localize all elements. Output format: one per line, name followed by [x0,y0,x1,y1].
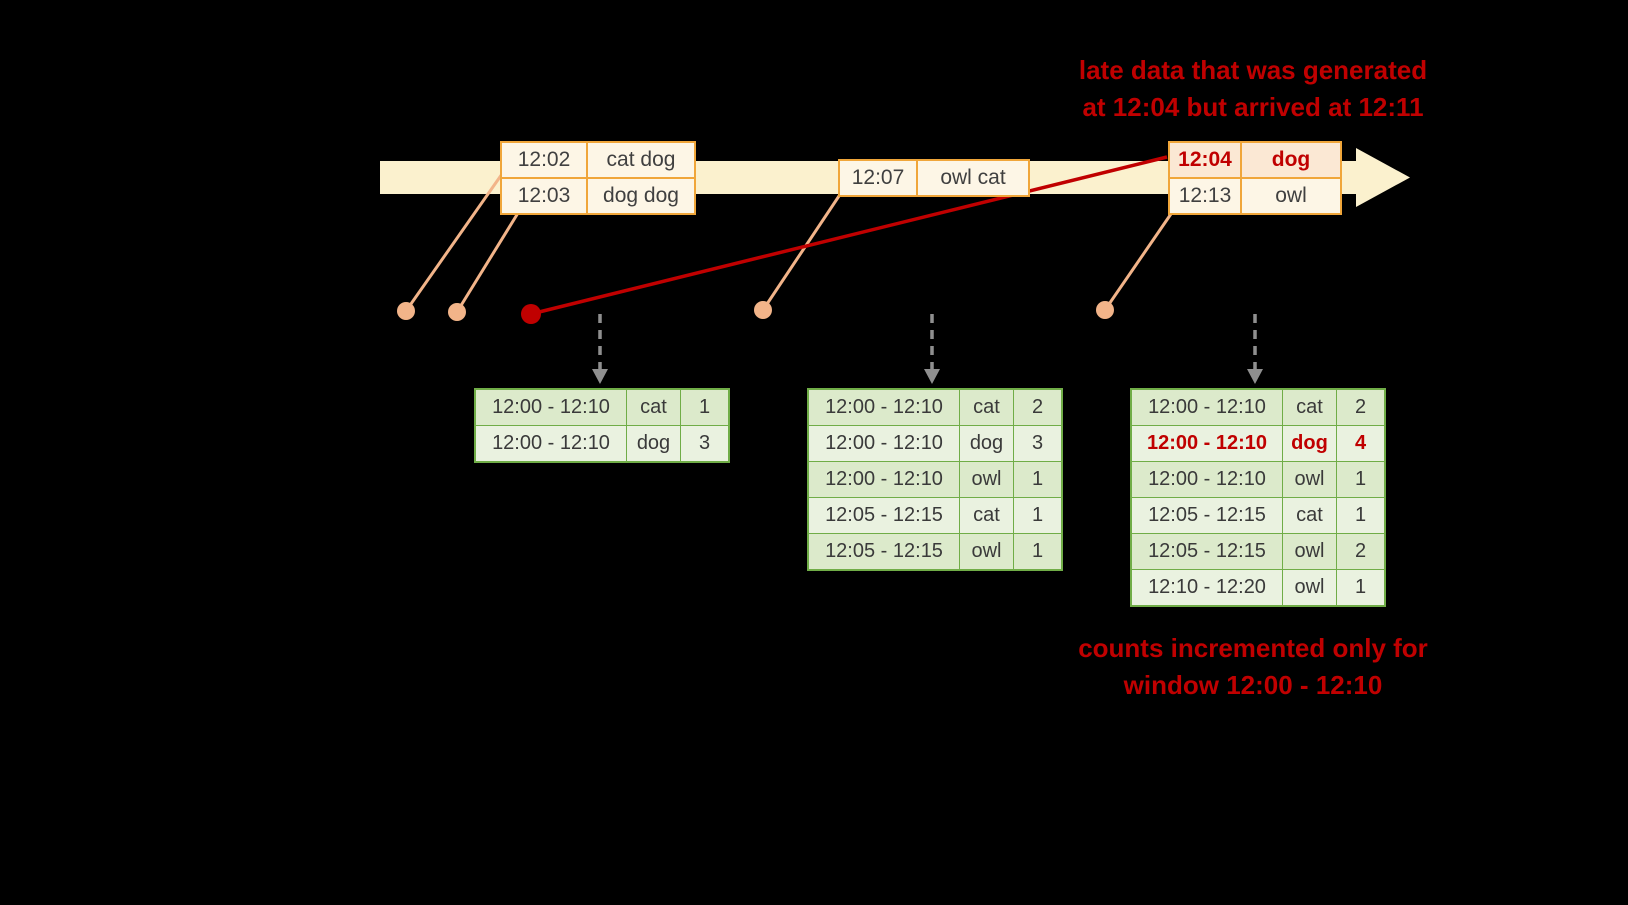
event-words-cell: dog dog [588,179,694,213]
count-cell: 2 [1013,390,1061,425]
late-updated-table-row: 12:00 - 12:10 dog 4 [1132,425,1384,461]
result-table-3: 12:00 - 12:10 cat 2 12:00 - 12:10 dog 4 … [1130,388,1386,607]
counts-annotation-line1: counts incremented only for [1078,633,1428,663]
count-cell: 1 [680,390,728,425]
event-dot [1096,301,1114,319]
window-cell: 12:05 - 12:15 [809,498,959,533]
event-dot [754,301,772,319]
table-row: 12:00 - 12:10 cat 2 [1132,390,1384,425]
word-cell: cat [959,498,1013,533]
count-cell: 1 [1013,498,1061,533]
word-cell: cat [626,390,680,425]
table-row: 12:05 - 12:15 cat 1 [1132,497,1384,533]
count-cell: 1 [1013,534,1061,569]
count-cell: 1 [1336,462,1384,497]
event-row: 12:03 dog dog [502,177,694,213]
event-words-cell: dog [1242,143,1340,177]
count-cell: 3 [680,426,728,461]
word-cell: owl [1282,462,1336,497]
count-cell: 1 [1336,498,1384,533]
event-connector-line [761,192,843,311]
event-row: 12:02 cat dog [502,143,694,177]
late-data-annotation-line2: at 12:04 but arrived at 12:11 [1082,92,1424,122]
table-row: 12:00 - 12:10 cat 1 [476,390,728,425]
count-cell: 1 [1013,462,1061,497]
table-row: 12:05 - 12:15 owl 2 [1132,533,1384,569]
late-data-annotation: late data that was generated at 12:04 bu… [1043,52,1463,126]
window-cell: 12:00 - 12:10 [809,462,959,497]
word-cell: owl [1282,534,1336,569]
count-cell: 3 [1013,426,1061,461]
table-row: 12:10 - 12:20 owl 1 [1132,569,1384,605]
window-cell: 12:05 - 12:15 [1132,498,1282,533]
word-cell: cat [959,390,1013,425]
window-cell: 12:05 - 12:15 [1132,534,1282,569]
timeline-arrowhead-icon [1356,148,1410,207]
word-cell: dog [626,426,680,461]
event-connector-line [404,173,504,312]
event-row: 12:07 owl cat [840,161,1028,195]
event-row: 12:13 owl [1170,177,1340,213]
window-cell: 12:00 - 12:10 [476,390,626,425]
window-cell: 12:10 - 12:20 [1132,570,1282,605]
trigger-arrowhead-icon [1247,369,1263,384]
trigger-arrowhead-icon [924,369,940,384]
window-cell: 12:00 - 12:10 [1132,462,1282,497]
word-cell: owl [959,462,1013,497]
event-dot [397,302,415,320]
table-row: 12:00 - 12:10 dog 3 [476,425,728,461]
late-data-connector-line [530,155,1168,316]
trigger-arrowhead-icon [592,369,608,384]
late-event-row: 12:04 dog [1170,143,1340,177]
count-cell: 4 [1336,426,1384,461]
result-table-1: 12:00 - 12:10 cat 1 12:00 - 12:10 dog 3 [474,388,730,463]
count-cell: 1 [1336,570,1384,605]
word-cell: dog [959,426,1013,461]
table-row: 12:05 - 12:15 owl 1 [809,533,1061,569]
window-cell: 12:00 - 12:10 [809,426,959,461]
late-data-annotation-line1: late data that was generated [1078,55,1428,85]
table-row: 12:00 - 12:10 dog 3 [809,425,1061,461]
count-cell: 2 [1336,534,1384,569]
event-connector-line [455,212,520,313]
event-box-1: 12:02 cat dog 12:03 dog dog [500,141,696,215]
event-time-cell: 12:04 [1170,143,1242,177]
result-table-2: 12:00 - 12:10 cat 2 12:00 - 12:10 dog 3 … [807,388,1063,571]
event-words-cell: cat dog [588,143,694,177]
word-cell: cat [1282,498,1336,533]
word-cell: owl [1282,570,1336,605]
window-cell: 12:00 - 12:10 [1132,390,1282,425]
event-box-3: 12:04 dog 12:13 owl [1168,141,1342,215]
event-time-cell: 12:03 [502,179,588,213]
table-row: 12:00 - 12:10 owl 1 [1132,461,1384,497]
table-row: 12:00 - 12:10 owl 1 [809,461,1061,497]
word-cell: owl [959,534,1013,569]
counts-annotation-line2: window 12:00 - 12:10 [1123,670,1383,700]
counts-incremented-annotation: counts incremented only for window 12:00… [1043,630,1463,704]
word-cell: cat [1282,390,1336,425]
table-row: 12:05 - 12:15 cat 1 [809,497,1061,533]
count-cell: 2 [1336,390,1384,425]
event-time-cell: 12:02 [502,143,588,177]
window-cell: 12:00 - 12:10 [476,426,626,461]
event-time-cell: 12:07 [840,161,918,195]
table-row: 12:00 - 12:10 cat 2 [809,390,1061,425]
event-time-cell: 12:13 [1170,179,1242,213]
event-box-2: 12:07 owl cat [838,159,1030,197]
event-connector-line [1103,210,1175,311]
window-cell: 12:00 - 12:10 [1132,426,1282,461]
late-event-dot [521,304,541,324]
window-cell: 12:05 - 12:15 [809,534,959,569]
event-dot [448,303,466,321]
event-words-cell: owl [1242,179,1340,213]
event-words-cell: owl cat [918,161,1028,195]
word-cell: dog [1282,426,1336,461]
window-cell: 12:00 - 12:10 [809,390,959,425]
